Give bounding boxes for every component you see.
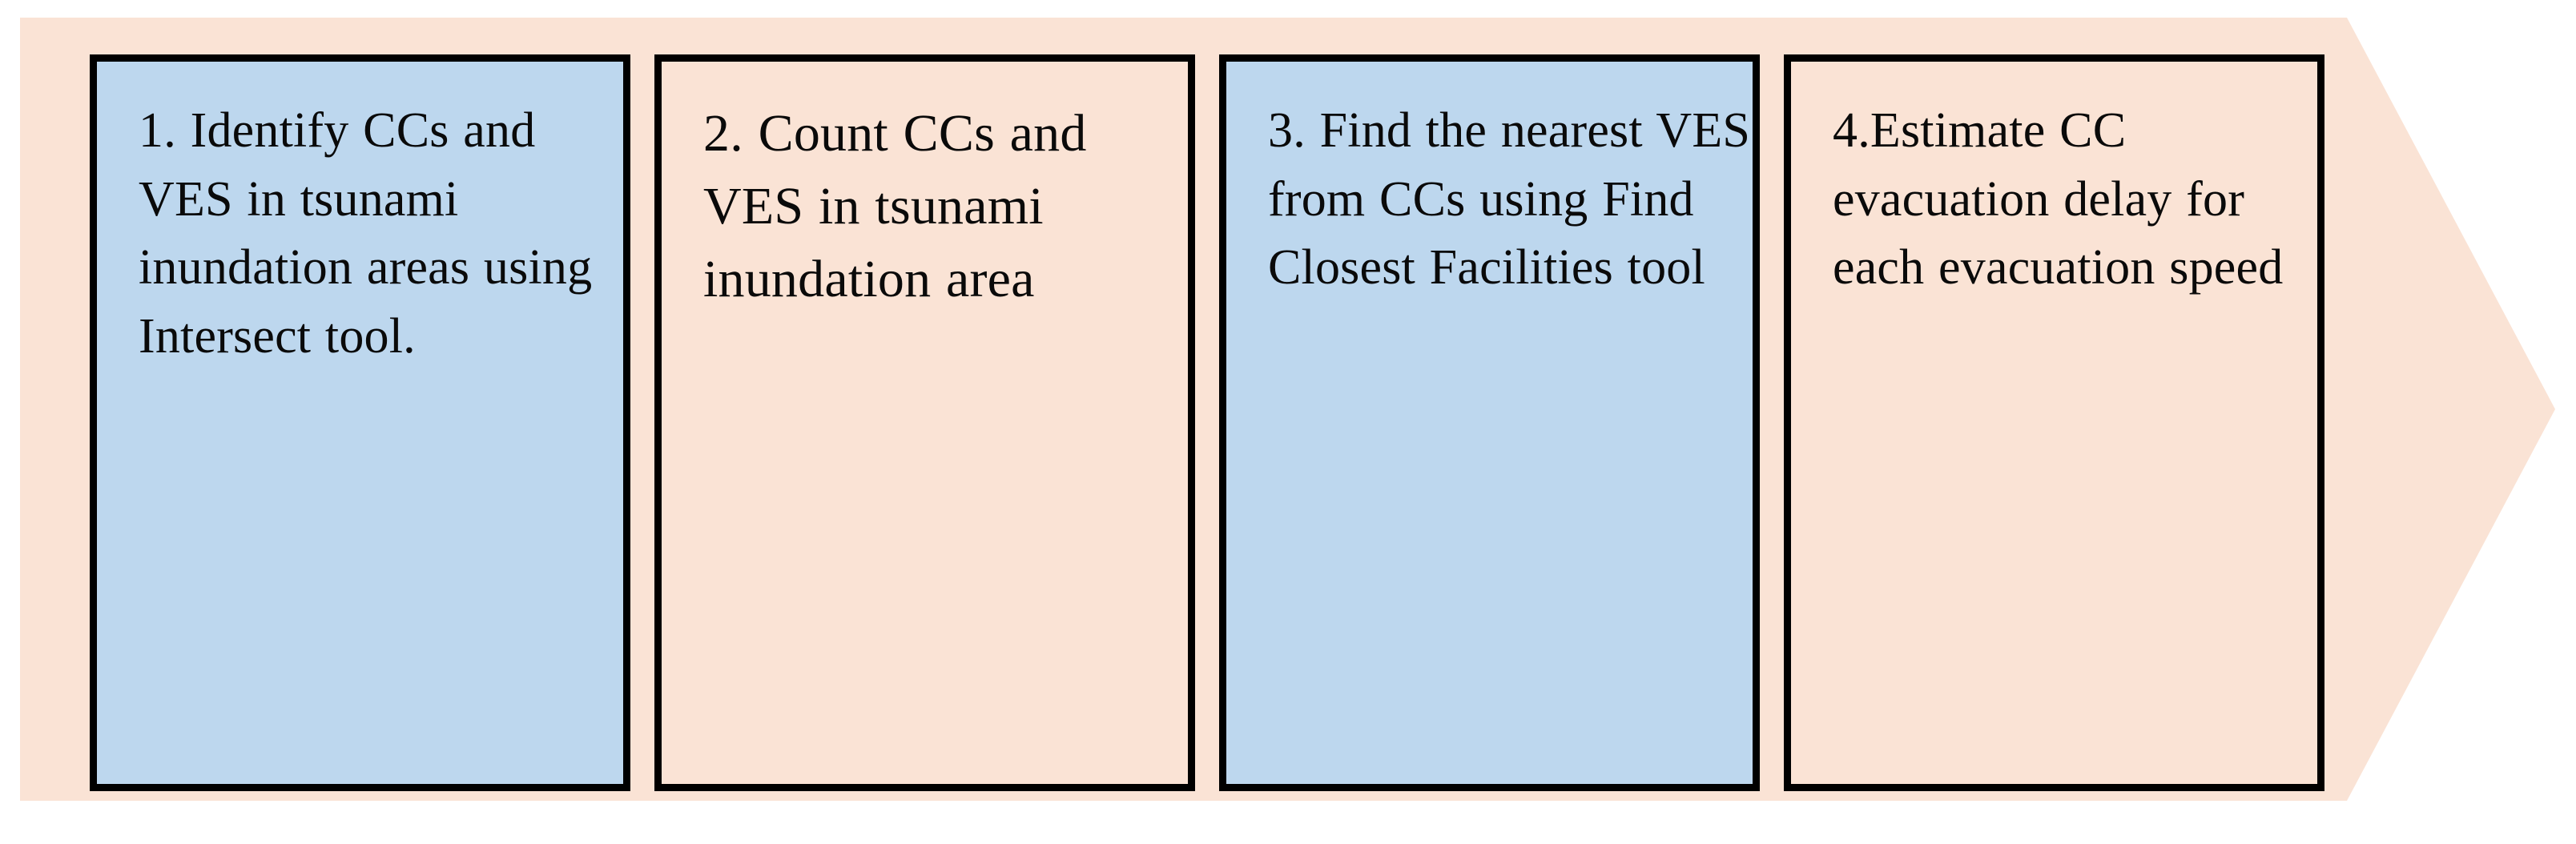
process-step-2-text: 2. Count CCs and VES in tsunami inundati… bbox=[703, 104, 1101, 309]
process-step-3-text: 3. Find the nearest VES from CCs using F… bbox=[1268, 103, 1751, 295]
process-step-2[interactable]: 2. Count CCs and VES in tsunami inundati… bbox=[654, 54, 1195, 791]
process-step-3[interactable]: 3. Find the nearest VES from CCs using F… bbox=[1219, 54, 1760, 791]
process-step-1-text: 1. Identify CCs and VES in tsunami inund… bbox=[139, 103, 606, 364]
process-step-4-text: 4.Estimate CC evacuation delay for each … bbox=[1833, 103, 2284, 295]
process-steps-row: 1. Identify CCs and VES in tsunami inund… bbox=[90, 54, 2324, 791]
process-step-4[interactable]: 4.Estimate CC evacuation delay for each … bbox=[1784, 54, 2324, 791]
process-step-1[interactable]: 1. Identify CCs and VES in tsunami inund… bbox=[90, 54, 630, 791]
